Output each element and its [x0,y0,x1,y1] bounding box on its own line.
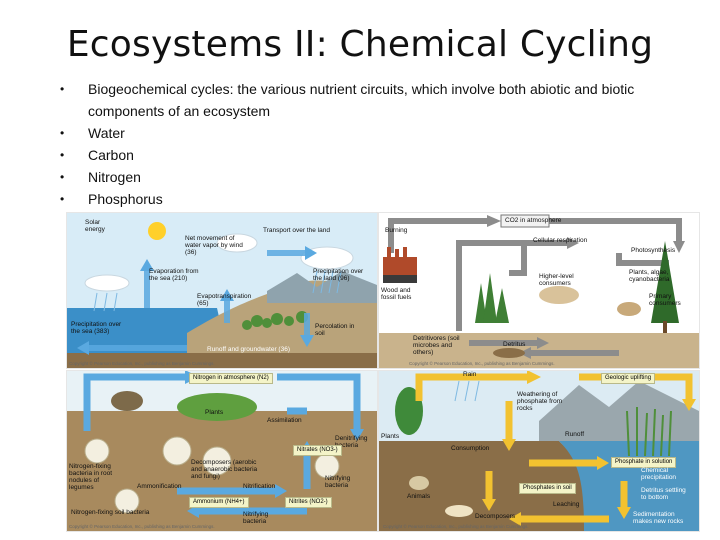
label-co2: CO2 in atmosphere [505,217,562,224]
bullet-item: Water [60,122,700,144]
label-animals: Animals [407,493,431,500]
label-detritivores: Detritivores (soil microbes and others) [413,335,460,356]
bullet-item: Phosphorus [60,188,700,210]
slide-title: Ecosystems II: Chemical Cycling [66,24,654,65]
box-n2: Nitrogen in atmosphere (N2) [189,373,273,384]
box-geologic: Geologic uplifting [601,373,656,384]
label-weathering: Weathering of phosphate from rocks [517,391,563,412]
box-solution: Phosphate in solution [611,457,677,468]
label-decomposers: Decomposers [475,513,516,520]
nitrogen-cycle-figure: Nitrogen in atmosphere (N2) Plants Assim… [66,370,378,532]
label-solar-energy: Solar energy [85,219,105,233]
label-transport: Transport over the land [263,227,330,234]
box-soil: Phosphates in soil [519,483,576,494]
water-cycle-figure: Solar energy Net movement of water vapor… [66,212,378,369]
label-nitrification: Nitrification [243,483,276,490]
label-net-movement: Net movement of water vapor by wind (36) [185,235,243,256]
figure-credit: Copyright © Pearson Education, Inc., pub… [409,361,555,366]
box-nitrites: Nitrites (NO2-) [285,497,332,508]
label-photosynthesis: Photosynthesis [631,247,676,254]
label-leaching: Leaching [553,501,580,508]
phosphorus-cycle-figure: Rain Geologic uplifting Plants Weatherin… [378,370,700,532]
label-fixing-soil: Nitrogen-fixing soil bacteria [71,509,150,516]
label-sedimentation: Sedimentation makes new rocks [633,511,684,525]
label-precipitation: Chemical precipitation [641,467,677,481]
box-ammonium: Ammonium (NH4+) [189,497,249,508]
label-decomposers: Decomposers (aerobic and anaerobic bacte… [191,459,258,480]
label-ammonification: Ammonification [137,483,182,490]
label-fixing-root: Nitrogen-fixing bacteria in root nodules… [69,463,112,491]
figure-credit: Copyright © Pearson Education, Inc., pub… [383,524,529,529]
label-nitrifying: Nitrifying bacteria [325,475,351,489]
label-assimilation: Assimilation [267,417,302,424]
label-plants: Plants [205,409,224,416]
box-nitrates: Nitrates (NO3-) [293,445,342,456]
label-precipitation-sea: Precipitation over the sea (383) [71,321,122,335]
label-higher-consumers: Higher-level consumers [539,273,574,287]
label-evaporation: Evaporation from the sea (210) [149,268,199,282]
bullet-item: Nitrogen [60,166,700,188]
label-plants: Plants [381,433,400,440]
label-runoff: Runoff and groundwater (36) [207,346,290,353]
bullet-item: Carbon [60,144,700,166]
bullet-item: Biogeochemical cycles: the various nutri… [60,78,700,122]
label-detritus: Detritus [503,341,526,348]
carbon-cycle-figure: CO2 in atmosphere Burning Cellular respi… [378,212,700,369]
figure-credit: Copyright © Pearson Education, Inc., pub… [69,361,215,366]
label-percolation: Percolation in soil [315,323,355,337]
label-burning: Burning [385,227,408,234]
label-nitrifying-2: Nitrifying bacteria [243,511,269,525]
label-respiration: Cellular respiration [533,237,588,244]
label-settling: Detritus settling to bottom [641,487,686,501]
label-rain: Rain [463,371,477,378]
figure-credit: Copyright © Pearson Education, Inc., pub… [69,524,215,529]
label-fuels: Wood and fossil fuels [381,287,412,301]
label-runoff: Runoff [565,431,585,438]
water-cycle-illustration [67,213,377,368]
bullet-list: Biogeochemical cycles: the various nutri… [60,78,700,210]
label-consumption: Consumption [451,445,490,452]
label-precipitation-land: Precipitation over the land (96) [313,268,364,282]
label-producers: Plants, algae, cyanobacteria [629,269,670,283]
label-evapotranspiration: Evapotranspiration (65) [197,293,252,307]
carbon-cycle-illustration [379,213,699,368]
label-denitrifying: Denitrifying bacteria [335,435,368,449]
label-primary-consumers: Primary consumers [649,293,681,307]
